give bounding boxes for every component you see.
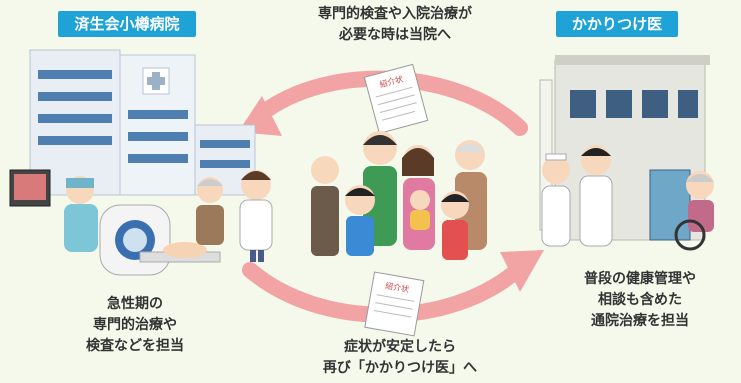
clinic-name-label: かかりつけ医 bbox=[556, 11, 678, 37]
bottom-flow-line-1: 症状が安定したら bbox=[344, 339, 456, 355]
clinic-caption: 普段の健康管理や 相談も含めた 通院治療を担当 bbox=[560, 269, 720, 332]
bottom-flow-line-2: 再び「かかりつけ医」へ bbox=[322, 360, 478, 376]
hospital-building bbox=[29, 49, 256, 196]
ct-scanner bbox=[99, 204, 221, 276]
family-group bbox=[311, 131, 487, 260]
top-flow-line-1: 専門的検査や入院治療が bbox=[318, 6, 472, 22]
hospital-caption-line-1: 急性期の bbox=[107, 296, 163, 312]
hospital-name-label: 済生会小樽病院 bbox=[58, 11, 196, 37]
hospital-caption-line-2: 専門的治療や bbox=[93, 317, 177, 333]
hospital-doctor bbox=[239, 170, 273, 262]
document-label: 紹介状 bbox=[385, 280, 410, 294]
referral-document-top: 紹介状 bbox=[363, 63, 429, 134]
clinic-doctor bbox=[579, 145, 613, 247]
wheelchair-patient bbox=[674, 171, 714, 251]
clinic-caption-line-3: 通院治療を担当 bbox=[591, 313, 689, 329]
surgeon bbox=[9, 169, 98, 252]
bottom-flow-text: 症状が安定したら 再び「かかりつけ医」へ bbox=[300, 337, 500, 379]
top-flow-line-2: 必要な時は当院へ bbox=[339, 27, 451, 43]
hospital-caption-line-3: 検査などを担当 bbox=[86, 338, 184, 354]
hospital-caption: 急性期の 専門的治療や 検査などを担当 bbox=[60, 294, 210, 357]
clinic-caption-line-1: 普段の健康管理や bbox=[584, 271, 696, 287]
referral-document-bottom: 紹介状 bbox=[364, 271, 425, 337]
elderly-patient bbox=[196, 177, 224, 245]
clinic-nurse bbox=[541, 153, 571, 247]
top-flow-text: 専門的検査や入院治療が 必要な時は当院へ bbox=[280, 4, 510, 46]
clinic-caption-line-2: 相談も含めた bbox=[598, 292, 682, 308]
